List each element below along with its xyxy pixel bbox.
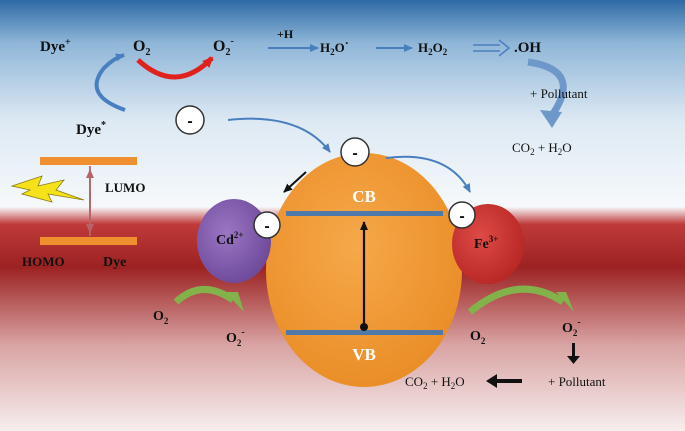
electron-dye-sign: - <box>187 113 192 130</box>
cd-superoxide-label: O2- <box>226 327 245 348</box>
lumo-level <box>40 157 137 165</box>
superoxide-down-arrow <box>567 343 580 364</box>
hydroxyl-radical-label: .OH <box>514 40 541 56</box>
oxygen-reduction-arrow <box>136 56 214 80</box>
top-products-label: CO2 + H2O <box>512 140 572 157</box>
electron-fe-sign: - <box>459 208 464 225</box>
hole-dot <box>360 323 368 331</box>
h2o2-label: H2O2 <box>418 40 448 57</box>
bottom-degradation-arrow <box>486 374 522 388</box>
cb-to-cd-arrow <box>283 171 307 193</box>
fe-o2-label: O2 <box>470 329 486 346</box>
dye-label: Dye <box>103 255 126 270</box>
superoxide-label: O2- <box>213 36 234 58</box>
bottom-pollutant-label: + Pollutant <box>548 374 606 389</box>
bottom-products-label: CO2 + H2O <box>405 374 465 391</box>
dye-oxidation-arrow <box>94 53 126 112</box>
top-pollutant-label: + Pollutant <box>530 86 588 101</box>
cd-label: Cd2+ <box>216 230 244 248</box>
valence-band-line <box>286 330 443 335</box>
electron-cd-sign: - <box>264 218 269 235</box>
plus-h-label: +H <box>277 27 294 41</box>
light-lightning-icon <box>10 175 85 203</box>
degradation-curved-arrow <box>527 58 567 128</box>
h2o-radical-label: H2O· <box>320 36 349 57</box>
electron-cb-sign: - <box>352 145 357 162</box>
cd-o2-label: O2 <box>153 309 169 326</box>
electron-dye <box>175 105 205 135</box>
cd-oxygen-reduction-arrow <box>173 286 244 312</box>
fe-superoxide-label: O2- <box>562 317 581 338</box>
excited-dye-label: Dye* <box>76 120 106 138</box>
vb-label: VB <box>352 345 376 364</box>
oxygen-label: O2 <box>133 38 150 58</box>
lumo-label: LUMO <box>105 180 145 195</box>
fe-oxygen-reduction-arrow <box>467 285 574 315</box>
dye-cation-label: Dye+ <box>40 37 71 55</box>
electron-cd <box>253 211 281 239</box>
fe-label: Fe3+ <box>474 234 498 252</box>
cb-to-fe-arrow <box>385 155 471 193</box>
electron-fe <box>448 201 476 229</box>
conduction-band-line <box>286 211 443 216</box>
homo-level <box>40 237 137 245</box>
cb-label: CB <box>352 187 376 206</box>
homo-label: HOMO <box>22 254 65 269</box>
cd-particle <box>197 199 271 283</box>
double-arrow-to-oh <box>473 39 511 57</box>
electron-cb <box>340 137 370 167</box>
electron-injection-arrow <box>227 117 331 153</box>
